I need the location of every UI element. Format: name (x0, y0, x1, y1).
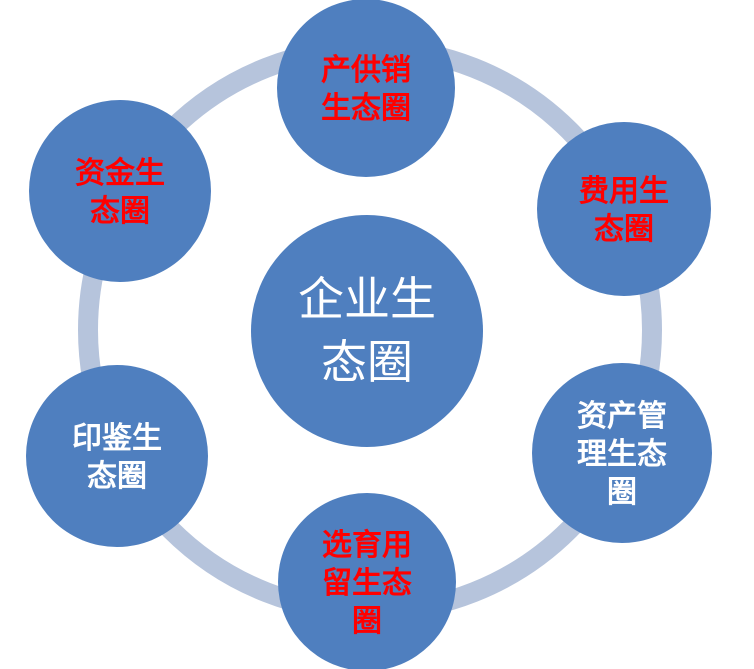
node-circle-asset-management (532, 363, 712, 543)
node-circle-seal (26, 365, 208, 547)
node-label-seal-line-1: 印鉴生 (72, 421, 162, 456)
node-label-asset-management-line-1: 资产管 (577, 399, 667, 434)
node-label-talent-line-3: 圈 (352, 604, 382, 639)
center-node: 企业生 态圈 (251, 215, 483, 447)
center-node-circle (251, 215, 483, 447)
node-label-expense-line-2: 态圈 (594, 212, 654, 247)
node-circle-expense (537, 122, 711, 296)
node-circle-talent (278, 493, 456, 669)
node-label-talent-line-2: 留生态 (322, 566, 412, 601)
node-label-supply-chain-line-1: 产供销 (321, 53, 411, 88)
node-circle-supply-chain (277, 0, 455, 177)
node-label-asset-management-line-2: 理生态 (577, 437, 667, 472)
node-label-seal-line-2: 态圈 (87, 459, 147, 494)
node-label-asset-management-line-3: 圈 (607, 475, 637, 510)
node-label-capital-line-1: 资金生 (75, 156, 165, 191)
center-node-label-line-1: 企业生 (298, 272, 436, 326)
node-label-capital-line-2: 态圈 (90, 194, 150, 229)
node-label-expense-line-1: 费用生 (579, 174, 669, 209)
node-label-supply-chain-line-2: 生态圈 (321, 91, 411, 126)
center-node-label-line-2: 态圈 (321, 335, 413, 389)
node-label-talent-line-1: 选育用 (322, 528, 412, 563)
node-circle-capital (29, 100, 211, 282)
